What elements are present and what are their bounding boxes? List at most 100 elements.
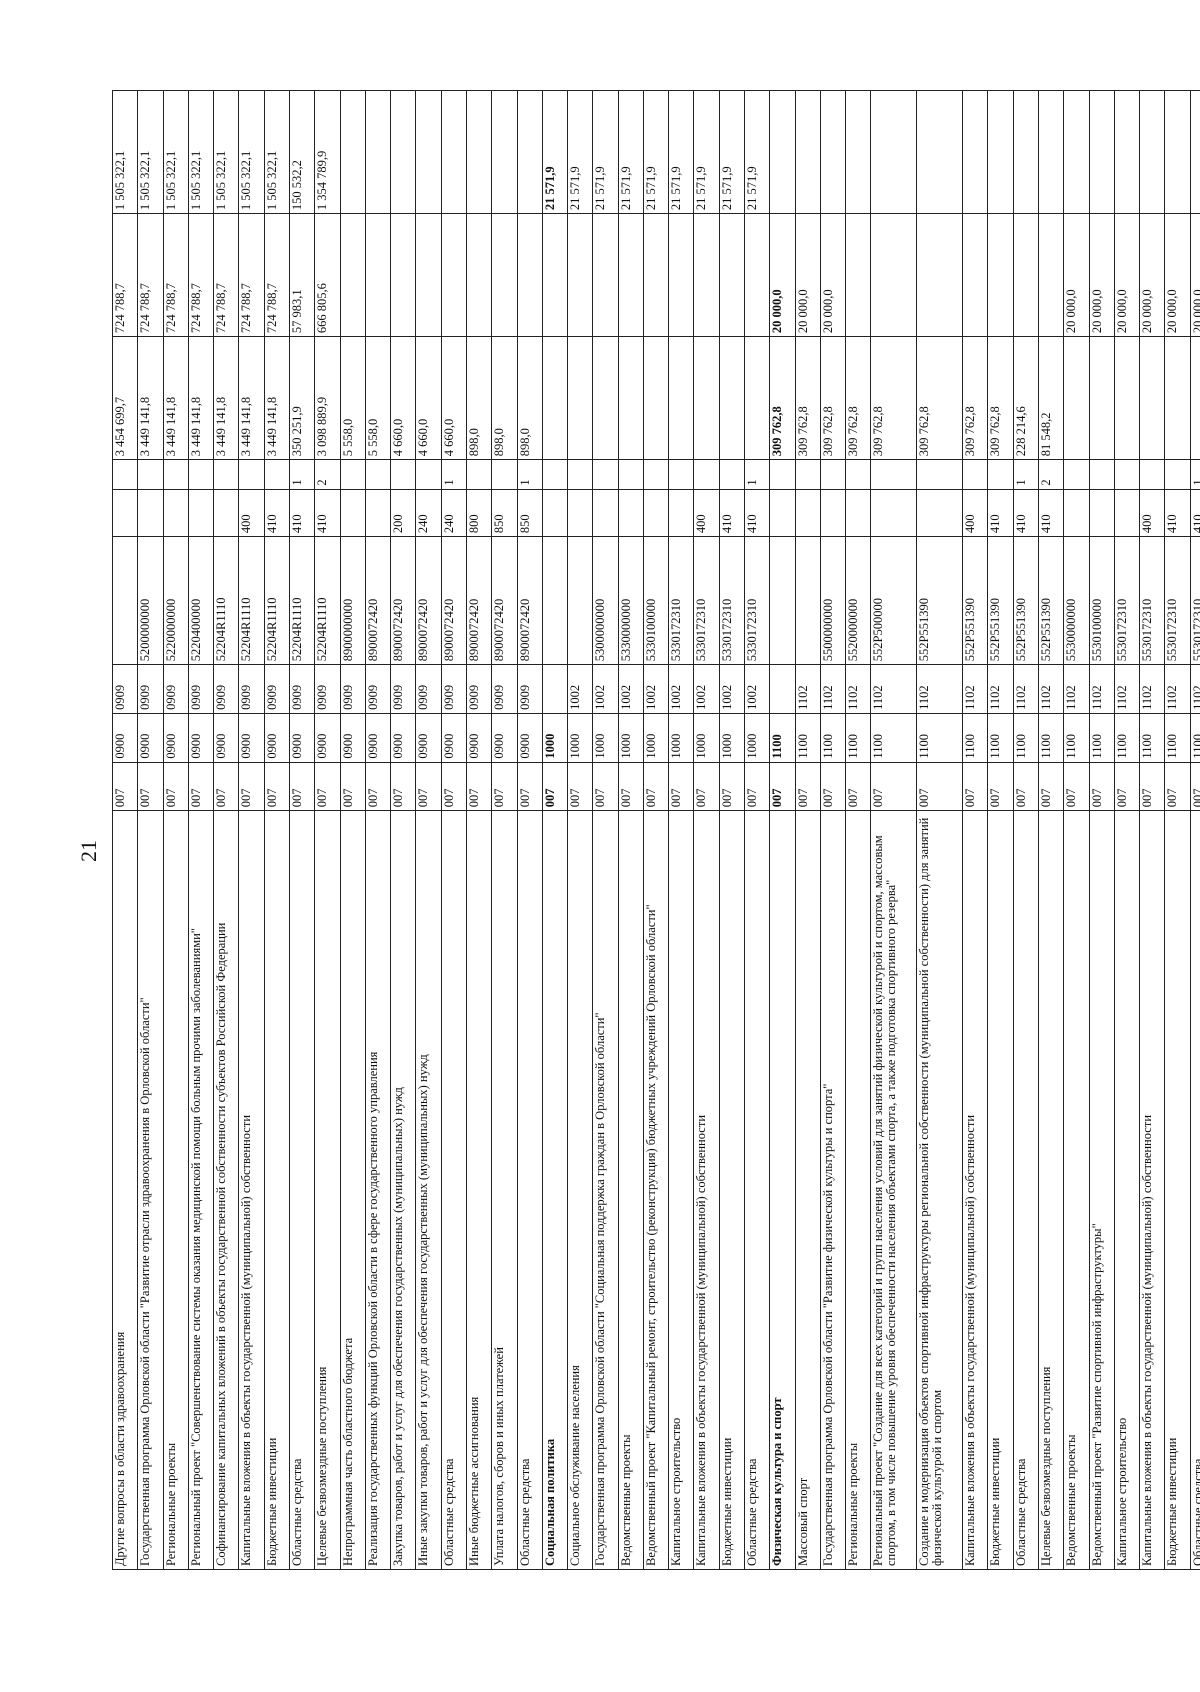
row-target-article-code: 552P551390 bbox=[1038, 536, 1064, 665]
row-expense-type-code: 410 bbox=[1013, 489, 1039, 537]
row-name: Бюджетные инвестиции bbox=[987, 810, 1014, 1570]
row-target-article-code: 5330100000 bbox=[643, 536, 669, 665]
row-amount-year2: 20 000,0 bbox=[1190, 213, 1200, 337]
row-name: Реализация государственных функций Орлов… bbox=[365, 810, 391, 1570]
row-vrs-code: 007 bbox=[289, 762, 315, 811]
row-expense-type-code bbox=[643, 489, 669, 537]
row-amount-year3 bbox=[491, 90, 517, 214]
row-section-code: 1100 bbox=[916, 713, 963, 763]
row-amount-year3 bbox=[1190, 90, 1200, 214]
row-section-code: 1100 bbox=[1038, 713, 1064, 763]
table-row: Создание и модернизация объектов спортив… bbox=[916, 90, 963, 1570]
row-section-code: 1100 bbox=[1063, 713, 1089, 763]
row-amount-year1: 3 449 141,8 bbox=[213, 336, 239, 460]
row-name: Физическая культура и спорт bbox=[769, 810, 796, 1570]
row-amount-year2: 20 000,0 bbox=[1139, 213, 1165, 337]
row-section-code: 1100 bbox=[1139, 713, 1165, 763]
row-section-code: 0900 bbox=[466, 713, 492, 763]
row-expense-type-code bbox=[820, 489, 846, 537]
row-subsection-code: 0909 bbox=[238, 664, 265, 714]
row-amount-year3 bbox=[466, 90, 492, 214]
row-source-flag bbox=[163, 459, 189, 490]
row-amount-year1: 81 548,2 bbox=[1038, 336, 1064, 460]
row-amount-year1 bbox=[542, 336, 568, 460]
row-amount-year1: 350 251,9 bbox=[289, 336, 315, 460]
row-expense-type-code: 410 bbox=[314, 489, 341, 537]
row-amount-year2 bbox=[517, 213, 543, 337]
row-subsection-code: 0909 bbox=[491, 664, 517, 714]
row-vrs-code: 007 bbox=[795, 762, 821, 811]
row-amount-year1: 898,0 bbox=[466, 336, 492, 460]
row-expense-type-code: 410 bbox=[264, 489, 290, 537]
row-amount-year1: 3 449 141,8 bbox=[137, 336, 164, 460]
row-source-flag: 1 bbox=[289, 459, 315, 490]
row-amount-year1: 309 762,8 bbox=[845, 336, 871, 460]
row-vrs-code: 007 bbox=[1063, 762, 1089, 811]
row-name: Закупка товаров, работ и услуг для обесп… bbox=[390, 810, 416, 1570]
row-vrs-code: 007 bbox=[491, 762, 517, 811]
row-expense-type-code: 400 bbox=[238, 489, 265, 537]
row-vrs-code: 007 bbox=[870, 762, 917, 811]
row-expense-type-code bbox=[916, 489, 963, 537]
row-amount-year3 bbox=[845, 90, 871, 214]
row-section-code: 1100 bbox=[962, 713, 988, 763]
row-amount-year3: 21 571,9 bbox=[618, 90, 644, 214]
row-expense-type-code bbox=[213, 489, 239, 537]
row-amount-year2 bbox=[962, 213, 988, 337]
row-amount-year2: 724 788,7 bbox=[137, 213, 164, 337]
row-name: Социальное обслуживание населения bbox=[567, 810, 593, 1570]
row-name: Иные бюджетные ассигнования bbox=[466, 810, 492, 1570]
row-section-code: 1100 bbox=[1164, 713, 1191, 763]
row-subsection-code: 0909 bbox=[314, 664, 341, 714]
table-row: Региональный проект "Создание для всех к… bbox=[870, 90, 917, 1570]
table-row: Иные закупки товаров, работ и услуг для … bbox=[415, 90, 442, 1570]
row-amount-year3 bbox=[1164, 90, 1191, 214]
row-amount-year2 bbox=[441, 213, 467, 337]
row-section-code: 0900 bbox=[289, 713, 315, 763]
row-amount-year2: 20 000,0 bbox=[820, 213, 846, 337]
row-amount-year1 bbox=[1063, 336, 1089, 460]
row-target-article-code bbox=[112, 536, 138, 665]
row-amount-year1: 3 449 141,8 bbox=[238, 336, 265, 460]
row-name: Иные закупки товаров, работ и услуг для … bbox=[415, 810, 442, 1570]
row-section-code: 1100 bbox=[1013, 713, 1039, 763]
row-subsection-code: 1102 bbox=[987, 664, 1014, 714]
row-amount-year2 bbox=[916, 213, 963, 337]
row-amount-year2 bbox=[542, 213, 568, 337]
row-source-flag bbox=[962, 459, 988, 490]
row-subsection-code: 0909 bbox=[137, 664, 164, 714]
row-target-article-code: 8900072420 bbox=[517, 536, 543, 665]
row-section-code: 0900 bbox=[491, 713, 517, 763]
row-amount-year2 bbox=[567, 213, 593, 337]
row-expense-type-code: 410 bbox=[719, 489, 745, 537]
row-name: Ведомственные проекты bbox=[1063, 810, 1089, 1570]
row-amount-year3 bbox=[1139, 90, 1165, 214]
row-source-flag bbox=[264, 459, 290, 490]
row-amount-year3 bbox=[1013, 90, 1039, 214]
row-amount-year2: 20 000,0 bbox=[1114, 213, 1140, 337]
row-amount-year1 bbox=[693, 336, 720, 460]
row-subsection-code: 0909 bbox=[517, 664, 543, 714]
row-target-article-code: 52204R1110 bbox=[213, 536, 239, 665]
row-section-code: 1100 bbox=[1114, 713, 1140, 763]
row-target-article-code: 5530172310 bbox=[1164, 536, 1191, 665]
row-amount-year2 bbox=[340, 213, 366, 337]
row-target-article-code: 5530172310 bbox=[1114, 536, 1140, 665]
row-expense-type-code bbox=[618, 489, 644, 537]
row-amount-year1: 309 762,8 bbox=[987, 336, 1014, 460]
row-amount-year3: 21 571,9 bbox=[719, 90, 745, 214]
row-name: Капитальное строительство bbox=[668, 810, 694, 1570]
row-target-article-code: 552P551390 bbox=[916, 536, 963, 665]
row-section-code: 0900 bbox=[264, 713, 290, 763]
row-amount-year3 bbox=[517, 90, 543, 214]
row-vrs-code: 007 bbox=[1139, 762, 1165, 811]
row-amount-year2 bbox=[719, 213, 745, 337]
row-amount-year2 bbox=[491, 213, 517, 337]
row-target-article-code: 52204R1110 bbox=[289, 536, 315, 665]
